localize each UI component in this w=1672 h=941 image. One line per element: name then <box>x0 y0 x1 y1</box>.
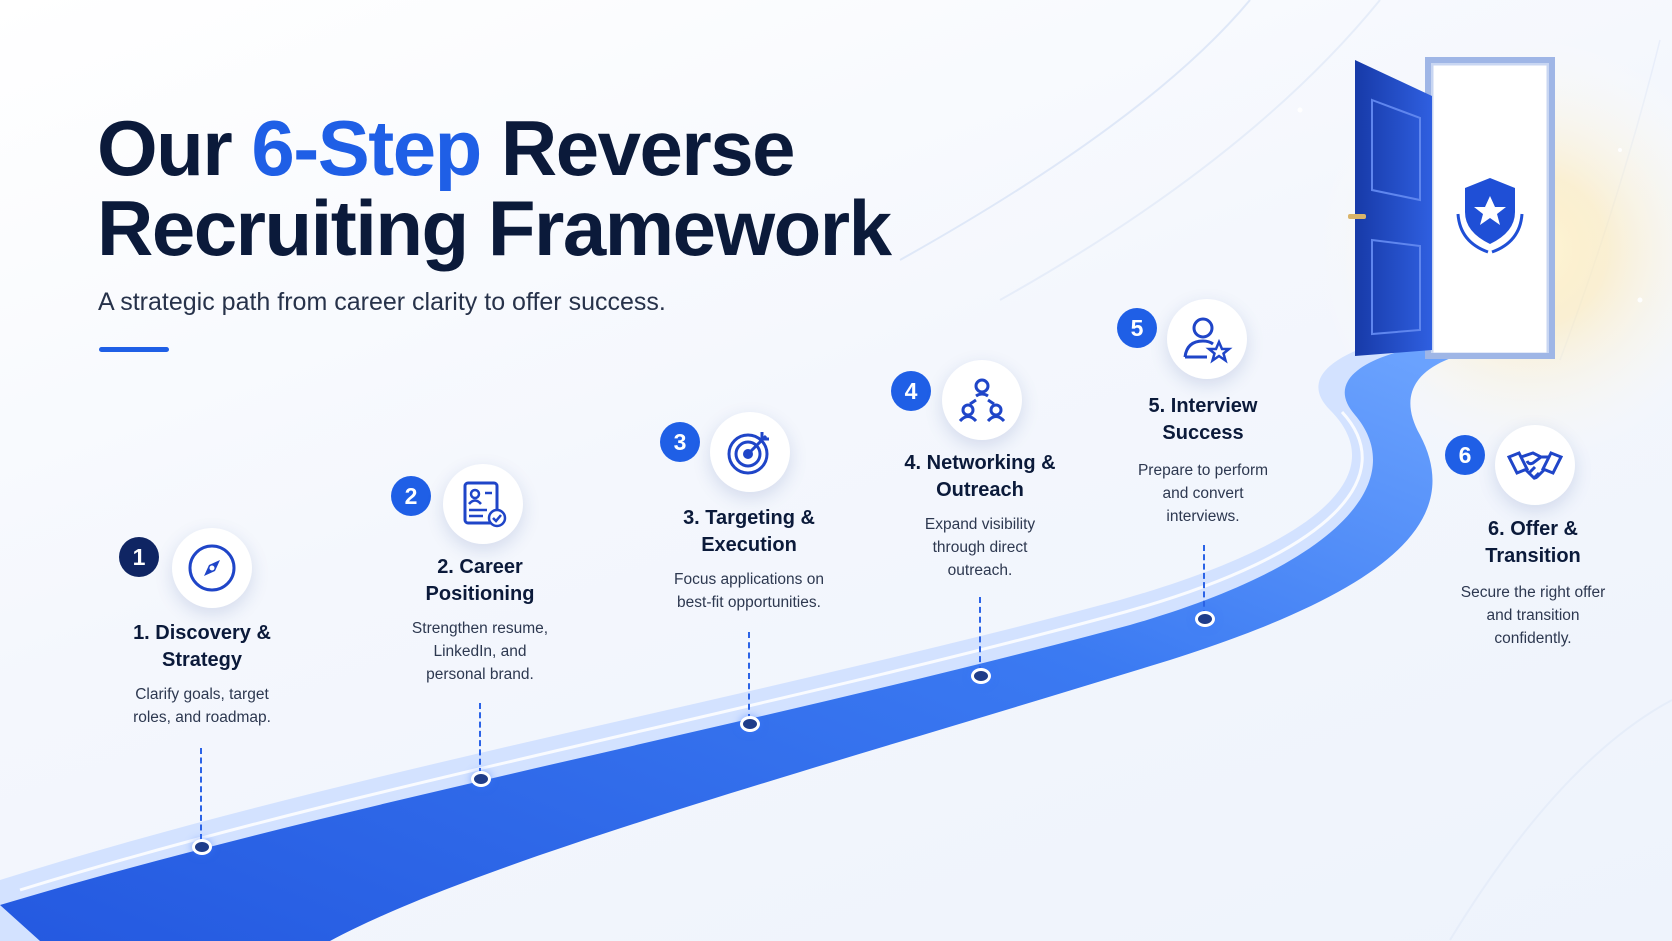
page-title: Our 6-Step Reverse Recruiting Framework <box>97 108 892 268</box>
step-title: 4. Networking & Outreach <box>870 450 1090 504</box>
step-description: Prepare to perform and convert interview… <box>1103 459 1303 528</box>
step-title: 1. Discovery & Strategy <box>92 620 312 674</box>
step-title-line2: Strategy <box>161 649 243 671</box>
step-desc-line3: outreach. <box>947 562 1013 579</box>
step-number-badge: 2 <box>391 476 431 516</box>
step-title: 5. Interview Success <box>1093 393 1313 447</box>
step-icon-circle <box>942 360 1022 440</box>
road-outer <box>0 330 1500 941</box>
shield-emblem-icon <box>1456 178 1524 254</box>
page-subtitle: A strategic path from career clarity to … <box>98 288 666 316</box>
title-underline <box>99 347 169 352</box>
step-number-badge: 4 <box>891 371 931 411</box>
step-title: 2. Career Positioning <box>370 554 590 608</box>
step-title-line2: Outreach <box>936 479 1024 501</box>
step-icon-circle <box>1167 299 1247 379</box>
step-desc-line3: confidently. <box>1494 630 1572 647</box>
step-desc-line1: Strengthen resume, <box>411 620 549 637</box>
step-description: Focus applications on best-fit opportuni… <box>639 568 859 614</box>
door-panel <box>1371 238 1421 336</box>
step-description: Strengthen resume, LinkedIn, and persona… <box>380 617 580 686</box>
step-desc-line1: Expand visibility <box>924 516 1036 533</box>
step-title-line1: 3. Targeting & <box>683 507 815 529</box>
step-connector <box>479 703 481 774</box>
step-desc-line2: through direct <box>932 539 1028 556</box>
resume-icon <box>463 481 507 528</box>
step-desc-line2: and convert <box>1162 485 1244 502</box>
step-desc-line2: best-fit opportunities. <box>677 594 821 611</box>
path-node <box>740 716 760 732</box>
step-title-line1: 2. Career <box>437 556 523 578</box>
step-desc-line1: Prepare to perform <box>1137 462 1269 479</box>
step-number-badge: 1 <box>119 537 159 577</box>
step-desc-line2: LinkedIn, and <box>433 643 527 660</box>
road-highlight <box>19 410 1364 892</box>
step-connector <box>979 597 981 672</box>
handshake-icon <box>1507 451 1563 481</box>
step-desc-line1: Focus applications on <box>674 571 824 588</box>
path-node <box>471 771 491 787</box>
step-connector <box>1203 545 1205 616</box>
step-title-line1: 5. Interview <box>1148 395 1258 417</box>
door-leaf <box>1355 60 1432 356</box>
door-panel <box>1371 98 1421 202</box>
step-desc-line2: roles, and roadmap. <box>133 709 271 726</box>
step-number-badge: 3 <box>660 422 700 462</box>
step-icon-circle <box>443 464 523 544</box>
path-node <box>1195 611 1215 627</box>
step-icon-circle <box>710 412 790 492</box>
step-desc-line3: personal brand. <box>426 666 534 683</box>
step-icon-circle <box>1495 425 1575 505</box>
sparkle-icons <box>1297 107 1643 303</box>
title-accent: 6-Step <box>251 104 482 192</box>
step-desc-line2: and transition <box>1486 607 1580 624</box>
step-title: 3. Targeting & Execution <box>639 505 859 559</box>
path-node <box>971 668 991 684</box>
step-desc-line1: Secure the right offer <box>1460 584 1606 601</box>
title-line2: Recruiting Framework <box>97 184 892 272</box>
decor-arc <box>1449 699 1672 941</box>
step-title-line2: Transition <box>1485 545 1581 567</box>
title-line1-suffix: Reverse <box>480 104 796 192</box>
step-title-line2: Positioning <box>425 583 535 605</box>
road-main <box>0 342 1480 941</box>
title-prefix: Our <box>97 104 252 192</box>
step-title-line1: 1. Discovery & <box>133 622 271 644</box>
step-desc-line1: Clarify goals, target <box>135 686 269 703</box>
step-title: 6. Offer & Transition <box>1423 516 1643 570</box>
compass-icon <box>188 544 236 592</box>
step-title-line1: 4. Networking & <box>904 452 1056 474</box>
step-connector <box>200 748 202 840</box>
step-connector <box>748 632 750 720</box>
step-title-line1: 6. Offer & <box>1487 518 1579 540</box>
decor-arc <box>899 0 1251 261</box>
user-star-icon <box>1183 317 1233 364</box>
step-title-line2: Execution <box>701 534 797 556</box>
step-number-badge: 6 <box>1445 435 1485 475</box>
step-title-line2: Success <box>1162 422 1244 444</box>
step-description: Secure the right offer and transition co… <box>1423 581 1643 650</box>
step-icon-circle <box>172 528 252 608</box>
network-icon <box>958 378 1006 423</box>
step-description: Expand visibility through direct outreac… <box>880 513 1080 582</box>
decor-arc <box>999 0 1381 301</box>
path-node <box>192 839 212 855</box>
step-description: Clarify goals, target roles, and roadmap… <box>102 683 302 729</box>
step-desc-line3: interviews. <box>1166 508 1240 525</box>
door-handle <box>1348 214 1366 219</box>
target-icon <box>727 432 769 475</box>
step-number-badge: 5 <box>1117 308 1157 348</box>
